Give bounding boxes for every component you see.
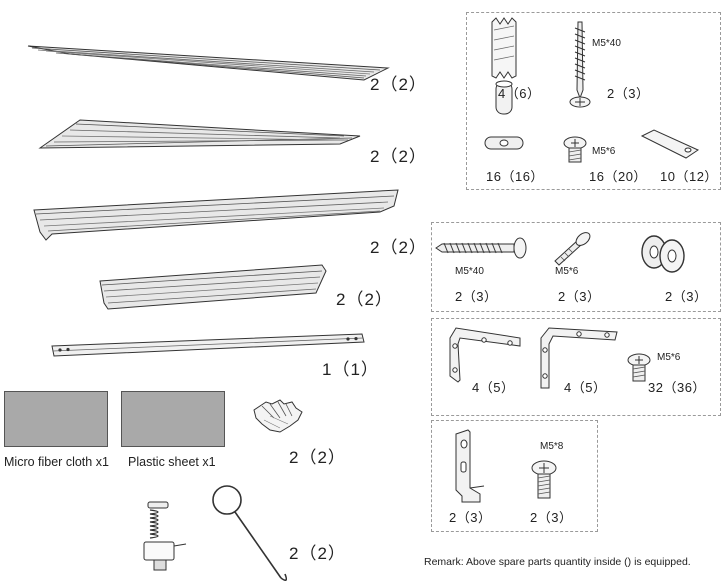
shim-plate-qty: 10（12） (660, 169, 718, 184)
profile-3-illustration (33, 189, 399, 241)
bracket-bolt-qty: 32（36） (648, 380, 706, 395)
short-bolt-icon (554, 232, 591, 266)
spare-parts-box-2 (431, 222, 721, 312)
wall-anchor-icon (491, 17, 517, 115)
hanger-bolt-spec: M5*8 (540, 441, 564, 452)
micro-fiber-cloth-label: Micro fiber cloth x1 (4, 455, 109, 469)
hanger-bolt-qty: 2（3） (530, 510, 573, 525)
profile-5-qty: 1（1） (322, 360, 379, 379)
hanger-bolt-icon (531, 460, 557, 499)
profile-2-illustration (38, 119, 361, 149)
short-bolt-spec: M5*6 (555, 266, 579, 277)
long-screw-icon (435, 237, 527, 259)
spare-parts-box-3 (431, 318, 721, 416)
profile-5-rail-illustration (51, 333, 365, 357)
wood-screw-spec: M5*40 (592, 38, 621, 49)
bracket-bolt-spec: M5*6 (657, 352, 681, 363)
gloves-icon (253, 399, 303, 433)
t-nut-icon (484, 136, 524, 150)
profile-3-qty: 2（2） (370, 238, 427, 257)
angle-bracket-a-icon (449, 327, 521, 383)
angle-bracket-b-qty: 4（5） (564, 380, 607, 395)
profile-4-illustration (99, 264, 327, 310)
profile-2-qty: 2（2） (370, 147, 427, 166)
angle-bracket-a-qty: 4（5） (472, 380, 515, 395)
hook-tool-icon (212, 485, 288, 582)
spring-tool-icon (143, 501, 187, 571)
tools-qty: 2（2） (289, 544, 346, 563)
profile-1-illustration (27, 45, 390, 81)
gloves-qty: 2（2） (289, 448, 346, 467)
hex-bolt-spec: M5*6 (592, 146, 616, 157)
washer-pair-icon (641, 235, 685, 273)
wall-anchor-qty: 4（6） (498, 86, 541, 101)
wall-hanger-icon (455, 429, 485, 503)
shim-plate-icon (640, 129, 700, 159)
profile-1-qty: 2（2） (370, 75, 427, 94)
micro-fiber-cloth-swatch (4, 391, 108, 447)
bracket-bolt-icon (627, 353, 651, 382)
spare-parts-box-4 (431, 420, 598, 532)
wood-screw-qty: 2（3） (607, 86, 650, 101)
spare-parts-remark: Remark: Above spare parts quantity insid… (424, 556, 691, 568)
wall-hanger-qty: 2（3） (449, 510, 492, 525)
spare-parts-box-1 (466, 12, 721, 190)
t-nut-qty: 16（16） (486, 169, 544, 184)
washer-pair-qty: 2（3） (665, 289, 708, 304)
long-screw-spec: M5*40 (455, 266, 484, 277)
hex-bolt-qty: 16（20） (589, 169, 647, 184)
profile-4-qty: 2（2） (336, 290, 393, 309)
angle-bracket-b-icon (540, 327, 618, 389)
plastic-sheet-label: Plastic sheet x1 (128, 455, 216, 469)
long-screw-qty: 2（3） (455, 289, 498, 304)
plastic-sheet-swatch (121, 391, 225, 447)
short-bolt-qty: 2（3） (558, 289, 601, 304)
wood-screw-icon (569, 21, 591, 108)
hex-bolt-icon (563, 136, 587, 163)
